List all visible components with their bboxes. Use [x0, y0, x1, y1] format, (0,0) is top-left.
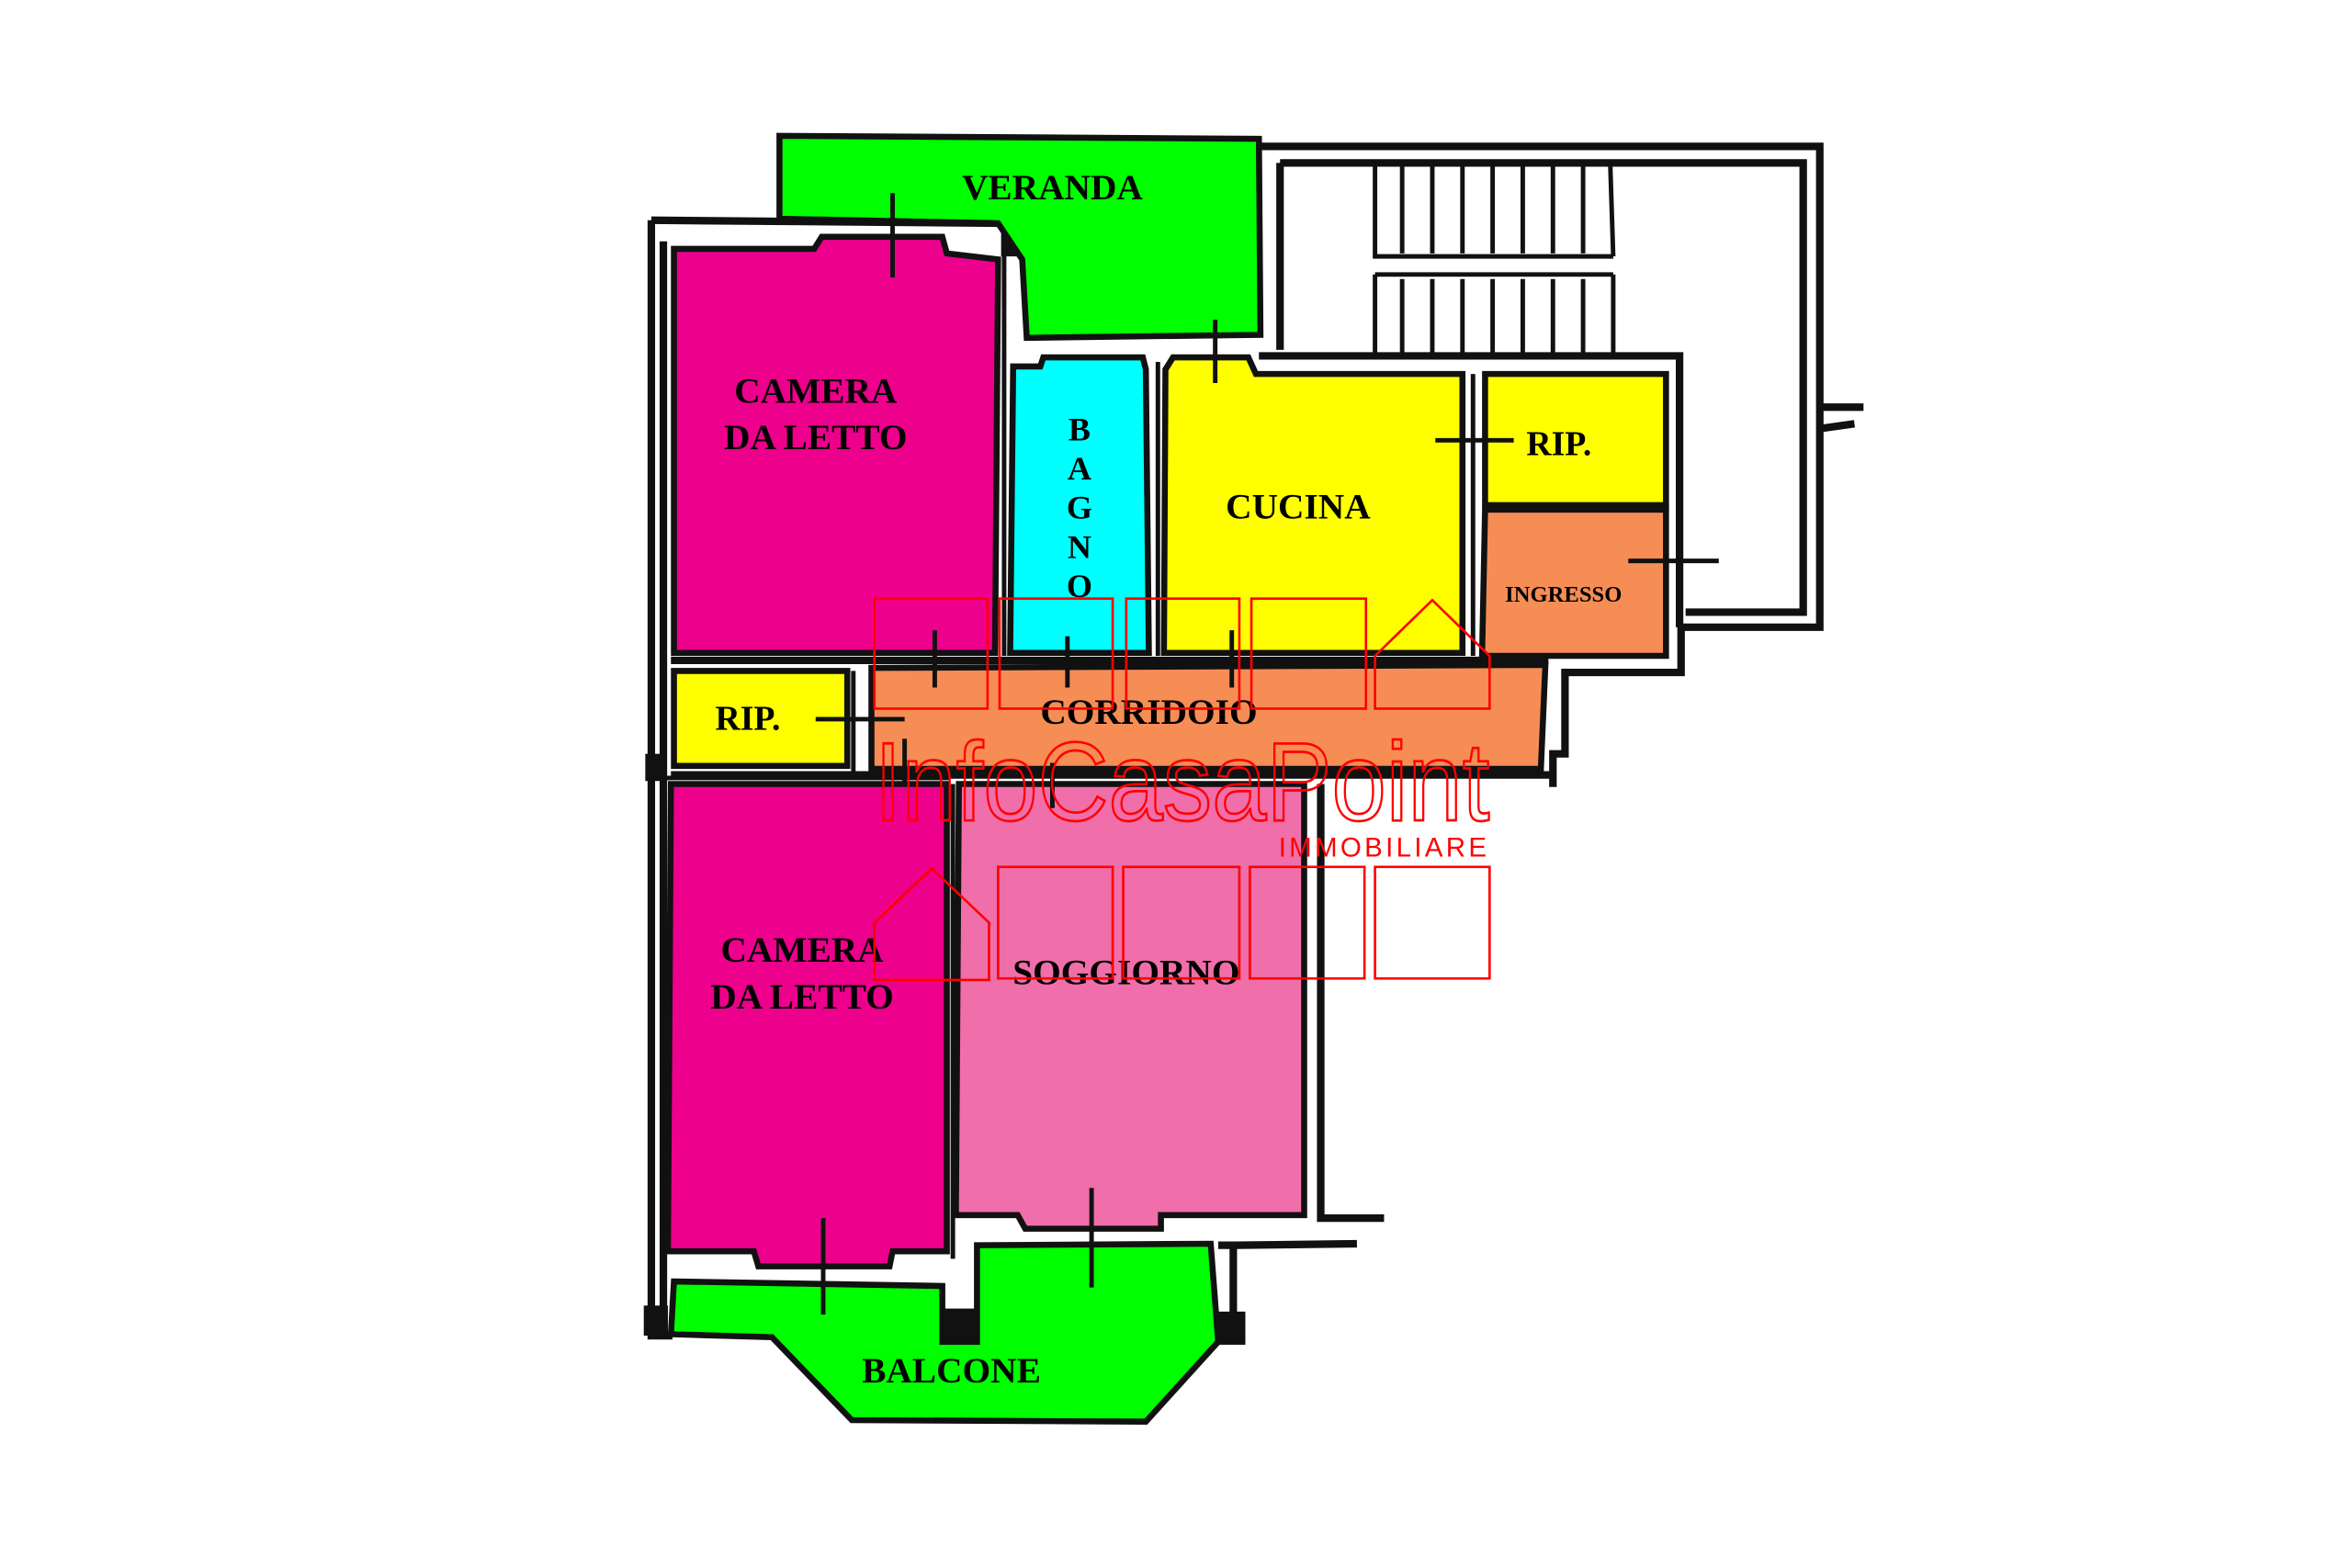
pillar [1217, 1311, 1246, 1345]
label-ingresso: INGRESSO [1505, 582, 1622, 607]
logo-square [1122, 865, 1241, 980]
label-cucina: CUCINA [1226, 487, 1371, 527]
pillar [944, 1308, 978, 1342]
label-bagno-letter: B [1069, 411, 1091, 447]
house-icon [1374, 598, 1491, 710]
room-camera-da-letto-bottom [664, 781, 950, 1269]
room-cucina [1160, 354, 1466, 657]
logo-square [997, 865, 1114, 980]
label-bagno-letter: G [1067, 490, 1092, 526]
room-ingresso [1478, 506, 1669, 660]
label-veranda: VERANDA [962, 167, 1143, 208]
label-rip-left: RIP. [715, 699, 780, 738]
label-camera-top-line2: DA LETTO [724, 417, 908, 457]
pillar [643, 1305, 668, 1337]
watermark-brand: InfoCasaPoint [875, 719, 1490, 844]
label-bagno-letter: A [1068, 450, 1091, 487]
stair-line [1373, 163, 1613, 356]
room-ripostiglio-left [671, 668, 851, 770]
label-bagno: B A G N O [1067, 411, 1092, 604]
room-soggiorno [953, 781, 1307, 1232]
stair-line [1608, 163, 1616, 356]
pillar [645, 753, 667, 782]
logo-square [1249, 865, 1366, 980]
room-camera-da-letto-top [671, 233, 1001, 657]
room-labels: VERANDA CAMERA DA LETTO B A G N O CUCINA… [710, 167, 1622, 1391]
label-camera-top-line1: CAMERA [734, 370, 898, 411]
label-camera-bottom-line1: CAMERA [720, 930, 884, 970]
staircase [1373, 163, 1616, 356]
watermark-subtitle: IMMOBILIARE [1279, 832, 1490, 863]
walls [643, 142, 1864, 1345]
logo-square [998, 597, 1114, 710]
room-bagno [1007, 354, 1152, 657]
logo-square [1374, 865, 1491, 980]
label-bagno-letter: N [1068, 528, 1091, 565]
watermark-logo: InfoCasaPoint IMMOBILIARE [873, 597, 1491, 982]
house-icon [873, 866, 990, 982]
logo-square [1125, 597, 1241, 710]
rooms [664, 132, 1669, 1425]
room-corridoio [868, 661, 1549, 773]
label-rip-top: RIP. [1526, 425, 1591, 464]
room-ripostiglio-top [1482, 370, 1669, 509]
label-soggiorno: SOGGIORNO [1012, 953, 1239, 993]
label-balcone: BALCONE [862, 1350, 1041, 1391]
logo-square [873, 597, 989, 710]
logo-square [1250, 597, 1368, 710]
door-markers [815, 193, 1719, 1315]
label-camera-bottom-line2: DA LETTO [710, 976, 894, 1017]
room-veranda [776, 132, 1264, 342]
room-balcone [667, 1240, 1222, 1425]
label-corridoio: CORRIDOIO [1040, 692, 1257, 732]
